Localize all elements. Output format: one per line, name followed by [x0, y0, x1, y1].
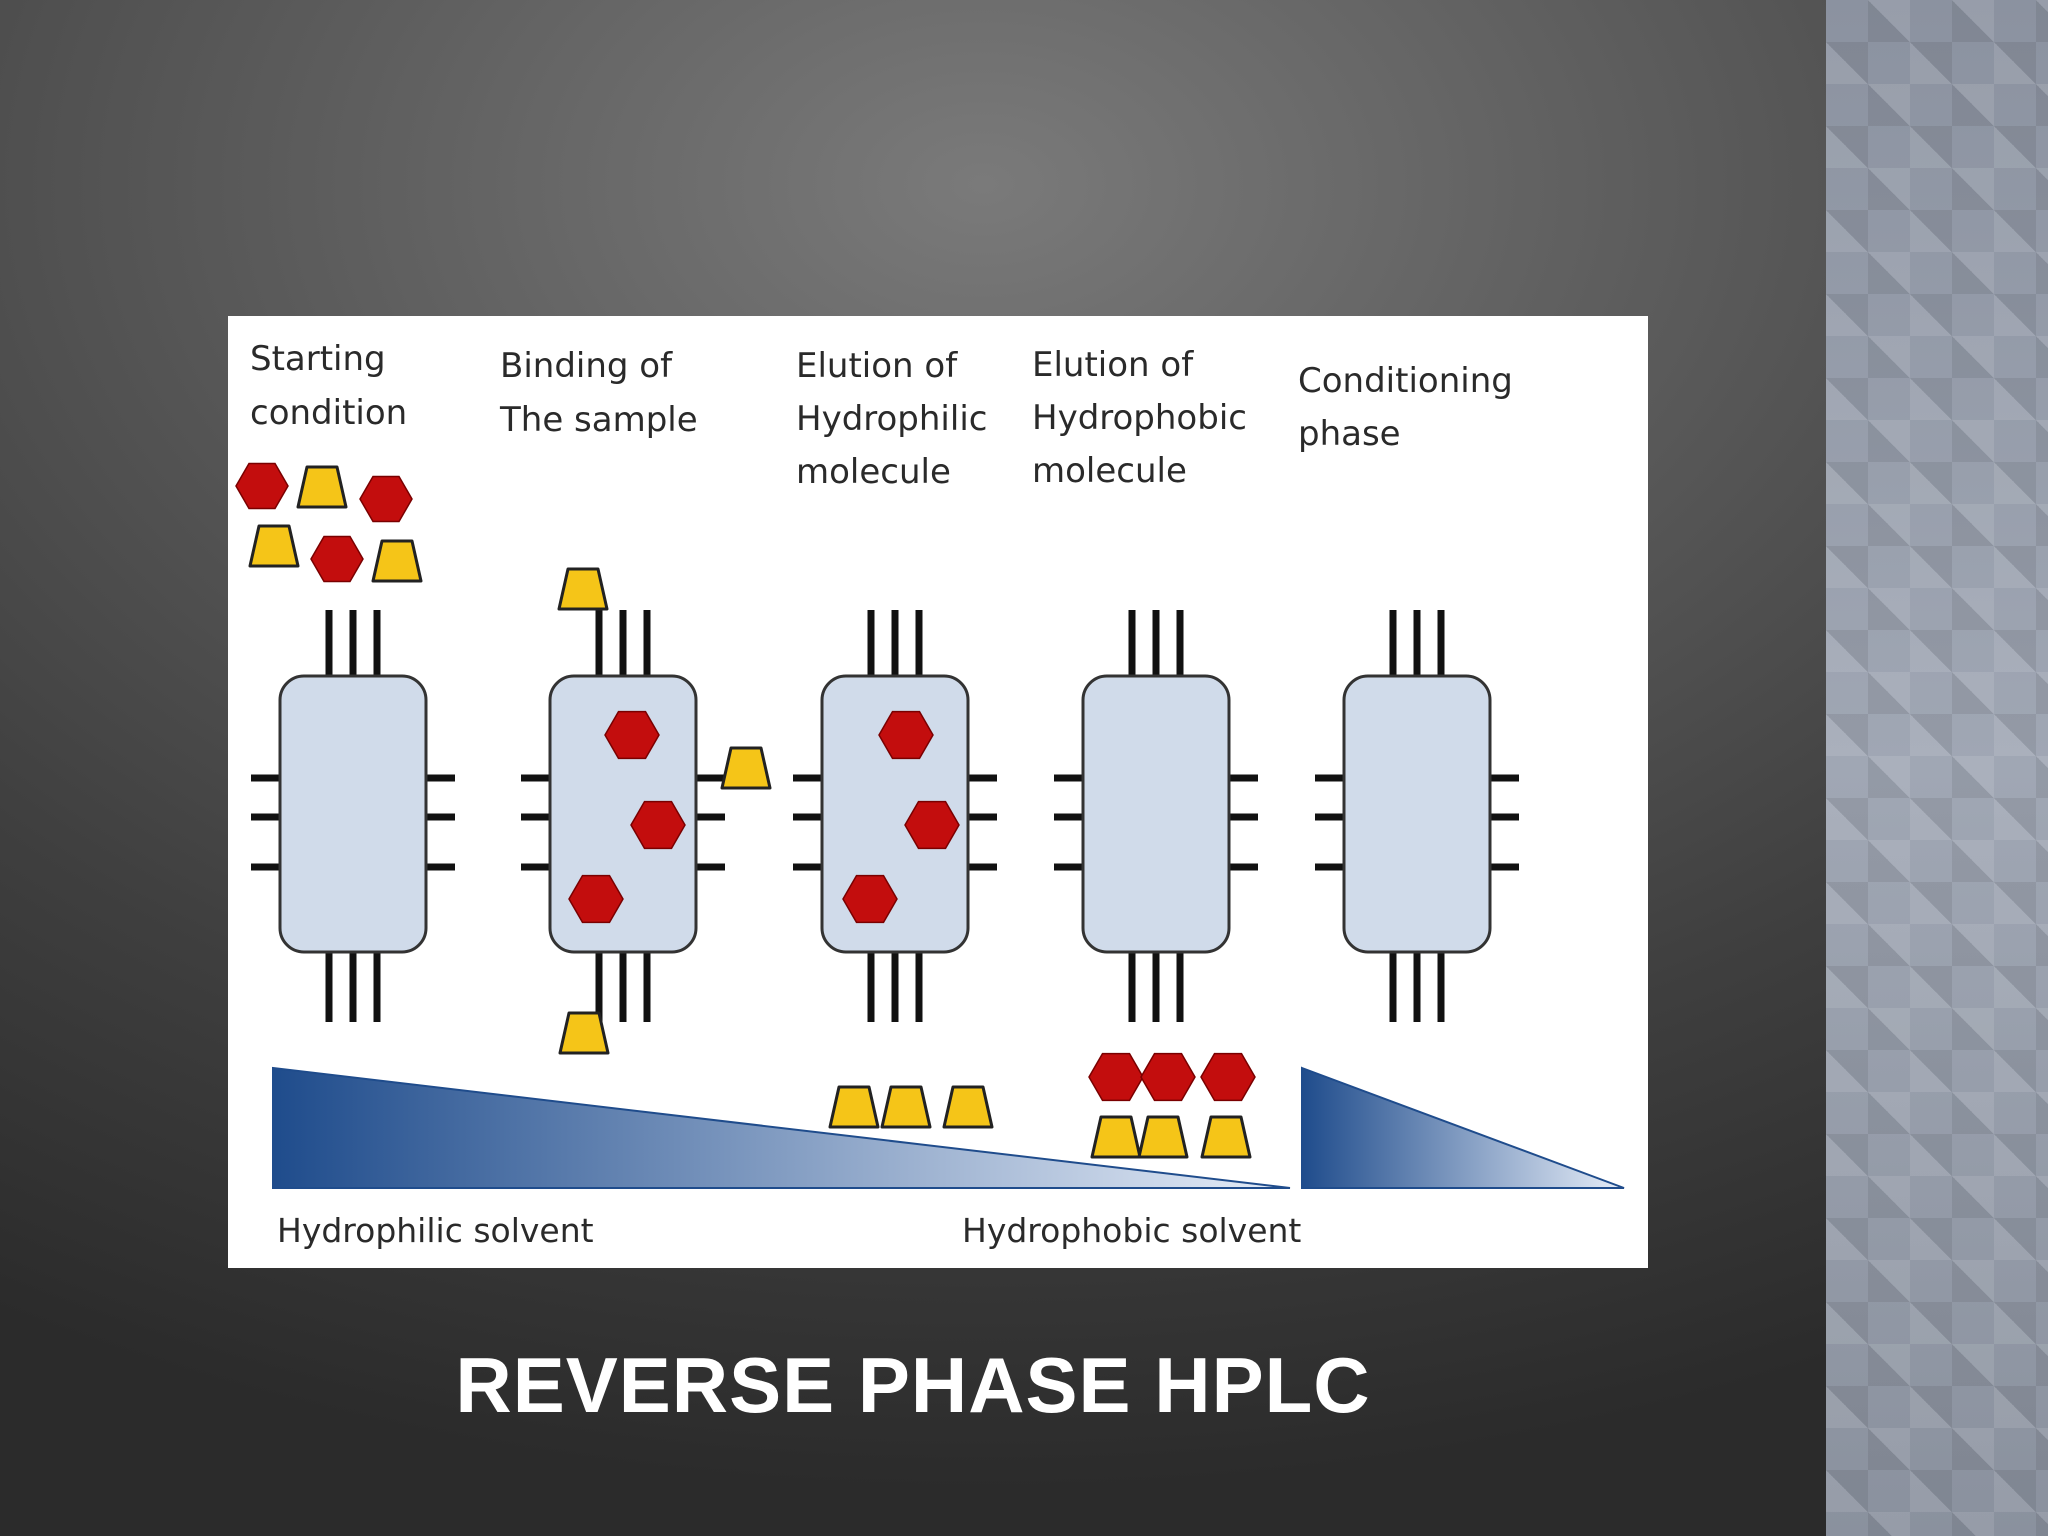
- hydrophobic-molecule-hexagon: [235, 462, 289, 510]
- stationary-bead: [1054, 610, 1258, 1022]
- hydrophilic-molecule-trapezoid: [880, 1085, 932, 1129]
- conditioning-gradient-wedge: [1301, 1066, 1625, 1189]
- hydrophobic-molecule-hexagon: [1200, 1052, 1256, 1102]
- hydrophobic-molecule-hexagon: [310, 535, 364, 583]
- hydrophilic-molecule-trapezoid: [557, 567, 609, 611]
- stage-label-conditioning: Conditioning phase: [1298, 361, 1524, 454]
- hplc-diagram: Starting condition Binding of The sample…: [228, 316, 1648, 1268]
- sample-molecules: [235, 462, 1256, 1159]
- hydrophobic-molecule-hexagon: [1140, 1052, 1196, 1102]
- hydrophilic-molecule-trapezoid: [942, 1085, 994, 1129]
- hydrophilic-molecule-trapezoid: [1090, 1115, 1142, 1159]
- stationary-bead: [793, 610, 997, 1022]
- hydrophilic-molecule-trapezoid: [248, 524, 300, 568]
- stationary-bead: [1315, 610, 1519, 1022]
- bead-body: [278, 674, 428, 954]
- solvent-gradient-wedge: [272, 1066, 1291, 1189]
- stage-label-starting: Starting condition: [250, 339, 407, 433]
- hydrophobic-molecule-hexagon: [878, 710, 934, 760]
- hydrophilic-molecule-trapezoid: [1200, 1115, 1252, 1159]
- hydrophilic-molecule-trapezoid: [296, 465, 348, 509]
- hydrophilic-solvent-label: Hydrophilic solvent: [277, 1211, 594, 1250]
- bead-body: [1081, 674, 1231, 954]
- hydrophilic-molecule-trapezoid: [371, 539, 423, 583]
- side-decoration-panel: [1826, 0, 2048, 1536]
- slide-title: REVERSE PHASE HPLC: [455, 1341, 1371, 1429]
- stationary-bead: [521, 610, 725, 1022]
- stationary-bead: [251, 610, 455, 1022]
- hydrophobic-molecule-hexagon: [904, 800, 960, 850]
- stationary-phase-beads: [251, 610, 1519, 1022]
- hydrophilic-molecule-trapezoid: [720, 746, 772, 790]
- hydrophobic-molecule-hexagon: [1088, 1052, 1144, 1102]
- hydrophobic-molecule-hexagon: [604, 710, 660, 760]
- stage-label-binding: Binding of The sample: [499, 346, 698, 440]
- hydrophilic-molecule-trapezoid: [558, 1011, 610, 1055]
- hydrophobic-molecule-hexagon: [568, 874, 624, 924]
- hplc-diagram-canvas: Starting condition Binding of The sample…: [235, 339, 1625, 1250]
- hydrophobic-molecule-hexagon: [359, 475, 413, 523]
- hydrophobic-molecule-hexagon: [630, 800, 686, 850]
- hydrophobic-molecule-hexagon: [842, 874, 898, 924]
- hydrophilic-molecule-trapezoid: [828, 1085, 880, 1129]
- hydrophilic-molecule-trapezoid: [1137, 1115, 1189, 1159]
- stage-label-elution-hydrophilic: Elution of Hydrophilic molecule: [796, 346, 998, 492]
- stage-label-elution-hydrophobic: Elution of Hydrophobic molecule: [1032, 345, 1258, 491]
- hydrophobic-solvent-label: Hydrophobic solvent: [962, 1211, 1301, 1250]
- bead-body: [1342, 674, 1492, 954]
